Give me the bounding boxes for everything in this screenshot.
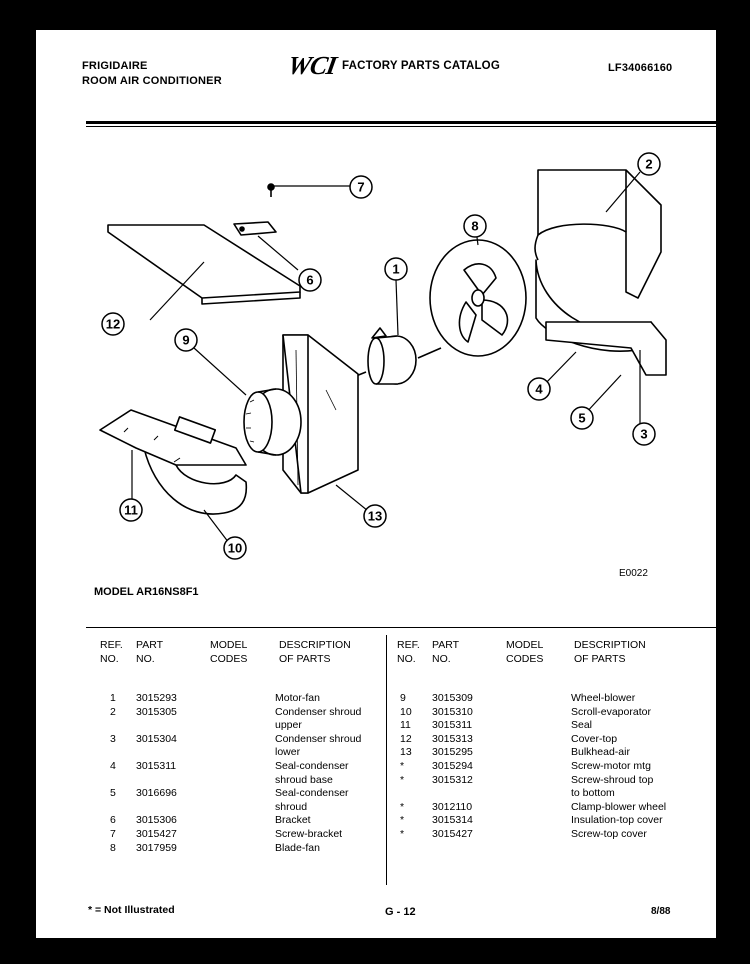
callout-2: 2 bbox=[645, 157, 652, 172]
wheel-blower-part bbox=[243, 388, 302, 456]
header-model-codes-right: MODEL CODES bbox=[506, 639, 544, 665]
header-rule-thick bbox=[86, 121, 716, 124]
catalog-date: 8/88 bbox=[651, 906, 671, 917]
table-top-rule bbox=[86, 627, 716, 628]
callout-4: 4 bbox=[535, 382, 543, 397]
header-part-no: PART NO. bbox=[136, 639, 164, 665]
header-ref-no: REF. NO. bbox=[100, 639, 123, 665]
header-description-right: DESCRIPTION OF PARTS bbox=[574, 639, 646, 665]
product-name: ROOM AIR CONDITIONER bbox=[82, 75, 222, 87]
cover-top-part bbox=[107, 224, 301, 305]
callout-13: 13 bbox=[368, 509, 382, 524]
not-illustrated-note: * = Not Illustrated bbox=[88, 904, 175, 916]
header-part-no-right: PART NO. bbox=[432, 639, 460, 665]
catalog-title: FACTORY PARTS CATALOG bbox=[342, 60, 500, 72]
page-number: G - 12 bbox=[385, 906, 416, 918]
motor-fan-part bbox=[355, 327, 442, 385]
header-rule-thin bbox=[86, 126, 716, 127]
right-ref-numbers: 9 10 11 12 13 * * * * * bbox=[400, 692, 412, 840]
header-ref-no-right: REF. NO. bbox=[397, 639, 420, 665]
model-number: MODEL AR16NS8F1 bbox=[94, 586, 199, 598]
callout-10: 10 bbox=[228, 541, 242, 556]
callout-6: 6 bbox=[306, 273, 313, 288]
bracket-part bbox=[233, 221, 277, 236]
left-ref-numbers: 1 2 3 4 5 6 7 8 bbox=[110, 692, 116, 854]
drawing-code: E0022 bbox=[619, 568, 648, 579]
exploded-parts-diagram: 7 2 6 1 8 9 12 4 5 3 11 10 13 bbox=[99, 152, 667, 560]
callout-12: 12 bbox=[106, 317, 120, 332]
left-part-numbers: 3015293 3015305 3015304 3015311 3016696 … bbox=[136, 692, 177, 854]
scroll-evaporator-part bbox=[99, 409, 248, 515]
callout-5: 5 bbox=[578, 411, 585, 426]
brand-name: FRIGIDAIRE bbox=[82, 60, 148, 72]
callout-1: 1 bbox=[392, 262, 399, 277]
header-model-codes: MODEL CODES bbox=[210, 639, 248, 665]
catalog-page: FRIGIDAIRE ROOM AIR CONDITIONER WCI FACT… bbox=[36, 30, 716, 938]
condenser-shroud-upper-part bbox=[534, 169, 662, 299]
header-description: DESCRIPTION OF PARTS bbox=[279, 639, 351, 665]
screw-bracket-part bbox=[267, 183, 275, 197]
table-divider bbox=[386, 635, 387, 885]
callout-8: 8 bbox=[471, 219, 478, 234]
right-part-numbers: 3015309 3015310 3015311 3015313 3015295 … bbox=[432, 692, 473, 840]
catalog-number: LF34066160 bbox=[608, 62, 673, 74]
callout-9: 9 bbox=[182, 333, 189, 348]
right-descriptions: Wheel-blower Scroll-evaporator Seal Cove… bbox=[571, 692, 667, 840]
callout-7: 7 bbox=[357, 180, 364, 195]
condenser-shroud-lower-part bbox=[535, 259, 667, 376]
callout-11: 11 bbox=[124, 503, 138, 518]
blade-fan-part bbox=[429, 239, 527, 357]
callout-3: 3 bbox=[640, 427, 647, 442]
left-descriptions: Motor-fan Condenser shroud upper Condens… bbox=[275, 692, 362, 854]
